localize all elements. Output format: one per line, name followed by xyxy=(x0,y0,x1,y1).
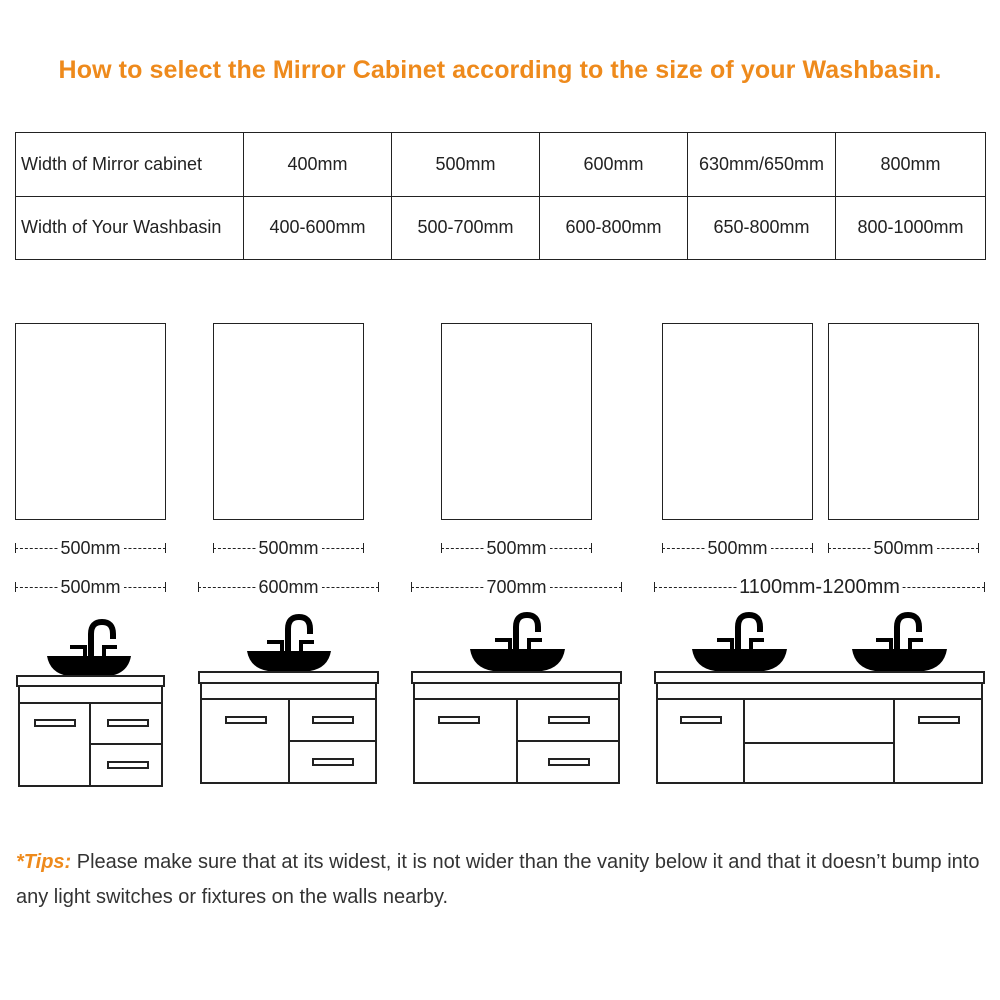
table-cell: 650-800mm xyxy=(687,195,836,260)
table-cell: 600-800mm xyxy=(539,195,688,260)
vanity-countertop xyxy=(198,671,379,684)
size-table: Width of Mirror cabinet 400mm 500mm 600m… xyxy=(15,132,986,260)
drawer-handle xyxy=(225,716,267,724)
vanity-width-dimension-3: 700mm xyxy=(411,577,622,597)
vanity-body xyxy=(656,682,983,784)
basin-icon xyxy=(692,649,787,671)
mirror-cabinet-5 xyxy=(828,323,979,520)
mirror-cabinet-2 xyxy=(213,323,364,520)
mirror-cabinet-1 xyxy=(15,323,166,520)
dimension-label: 500mm xyxy=(57,577,124,597)
dimension-label: 500mm xyxy=(57,538,124,558)
tips-text: Please make sure that at its widest, it … xyxy=(16,851,980,908)
drawer-handle xyxy=(312,758,354,766)
mirror-cabinet-3 xyxy=(441,323,592,520)
vanity-500mm xyxy=(16,622,165,787)
drawer-handle xyxy=(34,719,76,727)
drawer-handle xyxy=(548,716,590,724)
faucet-icon xyxy=(70,622,117,656)
table-cell: 800mm xyxy=(835,132,986,197)
vanity-countertop xyxy=(654,671,985,684)
row-header-mirror-width: Width of Mirror cabinet xyxy=(15,132,244,197)
basin-icon xyxy=(470,649,565,671)
drawer-handle xyxy=(312,716,354,724)
row-header-washbasin-width: Width of Your Washbasin xyxy=(15,195,244,260)
drawer-handle xyxy=(548,758,590,766)
faucet-icon xyxy=(876,615,923,649)
dimension-label: 600mm xyxy=(255,577,322,597)
vanity-width-dimension-4: 1100mm-1200mm xyxy=(654,577,985,597)
basin-icon xyxy=(47,656,131,676)
basin-icon xyxy=(247,651,331,671)
mirror-width-dimension-4: 500mm xyxy=(662,538,813,558)
table-cell: 400mm xyxy=(243,132,392,197)
dimension-label: 500mm xyxy=(870,538,937,558)
table-cell: 630mm/650mm xyxy=(687,132,836,197)
table-cell: 800-1000mm xyxy=(835,195,986,260)
table-row-washbasin-width: Width of Your Washbasin 400-600mm 500-70… xyxy=(15,195,986,260)
tips-note: *Tips: Please make sure that at its wide… xyxy=(16,845,991,915)
dimension-label: 500mm xyxy=(255,538,322,558)
vanity-width-dimension-1: 500mm xyxy=(15,577,166,597)
mirror-width-dimension-1: 500mm xyxy=(15,538,166,558)
vanity-700mm xyxy=(411,615,622,784)
page-title: How to select the Mirror Cabinet accordi… xyxy=(58,56,942,84)
mirror-width-dimension-5: 500mm xyxy=(828,538,979,558)
faucet-icon xyxy=(717,615,764,649)
drawer-handle xyxy=(918,716,960,724)
mirror-width-dimension-2: 500mm xyxy=(213,538,364,558)
vanity-600mm xyxy=(198,617,379,784)
table-row-mirror-width: Width of Mirror cabinet 400mm 500mm 600m… xyxy=(15,132,986,197)
dimension-label: 1100mm-1200mm xyxy=(736,577,903,597)
table-cell: 400-600mm xyxy=(243,195,392,260)
table-cell: 500mm xyxy=(391,132,540,197)
vanity-countertop xyxy=(411,671,622,684)
mirror-width-dimension-3: 500mm xyxy=(441,538,592,558)
vanity-countertop xyxy=(16,675,165,687)
dimension-label: 500mm xyxy=(483,538,550,558)
faucet-icon xyxy=(267,617,314,651)
mirror-cabinet-4 xyxy=(662,323,813,520)
dimension-label: 700mm xyxy=(483,577,550,597)
vanity-1100-1200mm xyxy=(654,615,985,784)
drawer-handle xyxy=(107,719,149,727)
table-cell: 500-700mm xyxy=(391,195,540,260)
drawer-handle xyxy=(680,716,722,724)
drawer-handle xyxy=(438,716,480,724)
basin-icon xyxy=(852,649,947,671)
vanity-width-dimension-2: 600mm xyxy=(198,577,379,597)
faucet-icon xyxy=(495,615,542,649)
dimension-label: 500mm xyxy=(704,538,771,558)
drawer-handle xyxy=(107,761,149,769)
tips-label: *Tips: xyxy=(16,851,72,873)
